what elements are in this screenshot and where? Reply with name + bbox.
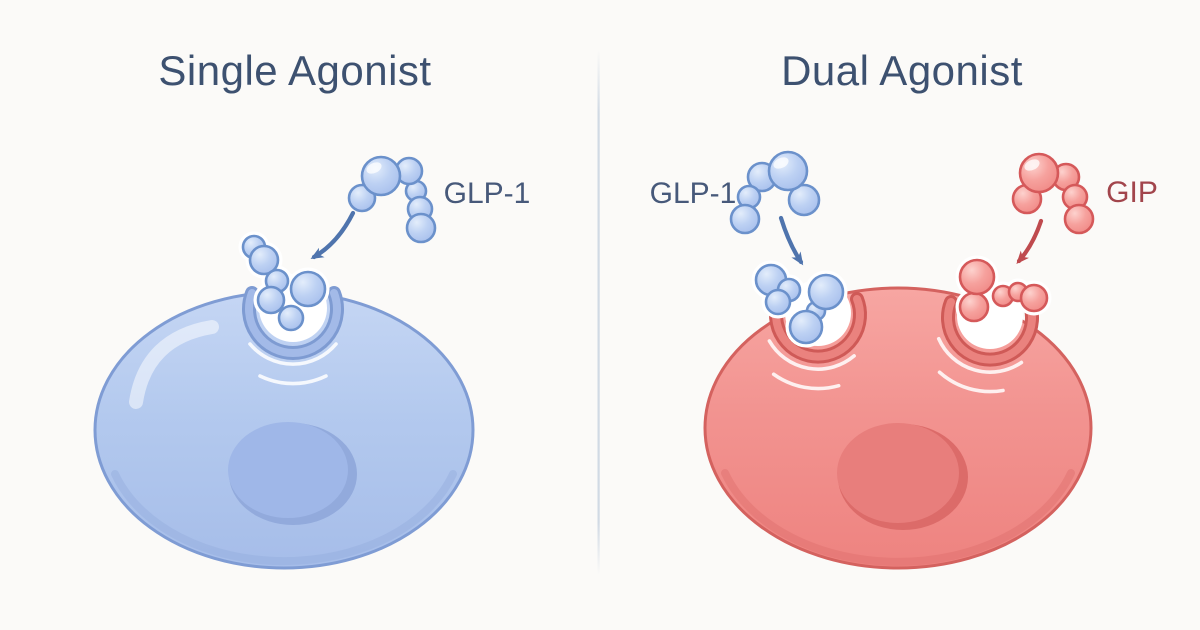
signal-waves — [936, 336, 1024, 394]
gip-label: GIP — [1106, 176, 1158, 209]
gip-binding-arrow — [1016, 218, 1044, 265]
gip-free-molecule — [1011, 152, 1095, 235]
sphere-shine — [773, 157, 789, 169]
glp1-free-molecule-left — [347, 155, 437, 244]
signal-waves — [248, 342, 338, 386]
single-agonist-panel: Single Agonist — [93, 47, 531, 570]
cell-red — [703, 260, 1093, 570]
glp1-label-left: GLP-1 — [444, 177, 531, 210]
panel-divider — [597, 50, 600, 575]
glp1-free-molecule-right — [729, 150, 821, 235]
dual-agonist-title: Dual Agonist — [781, 47, 1023, 94]
signal-waves — [767, 339, 856, 391]
cell-blue-shine — [129, 320, 219, 409]
cell-blue — [93, 236, 475, 570]
cell-red-bottom-shade — [721, 469, 1075, 566]
glp1-binding-arrow-left — [310, 210, 356, 260]
sphere-shine — [366, 162, 382, 174]
glp1-binding-arrow-right — [778, 215, 804, 266]
cell-blue-nucleus — [228, 422, 357, 525]
cell-blue-bottom-shade — [111, 470, 457, 566]
sphere-shine — [1024, 159, 1040, 171]
single-agonist-title: Single Agonist — [158, 47, 431, 94]
cell-red-nucleus — [837, 423, 968, 530]
glp1-label-right: GLP-1 — [650, 177, 737, 210]
dual-agonist-panel: Dual Agonist — [650, 47, 1158, 570]
